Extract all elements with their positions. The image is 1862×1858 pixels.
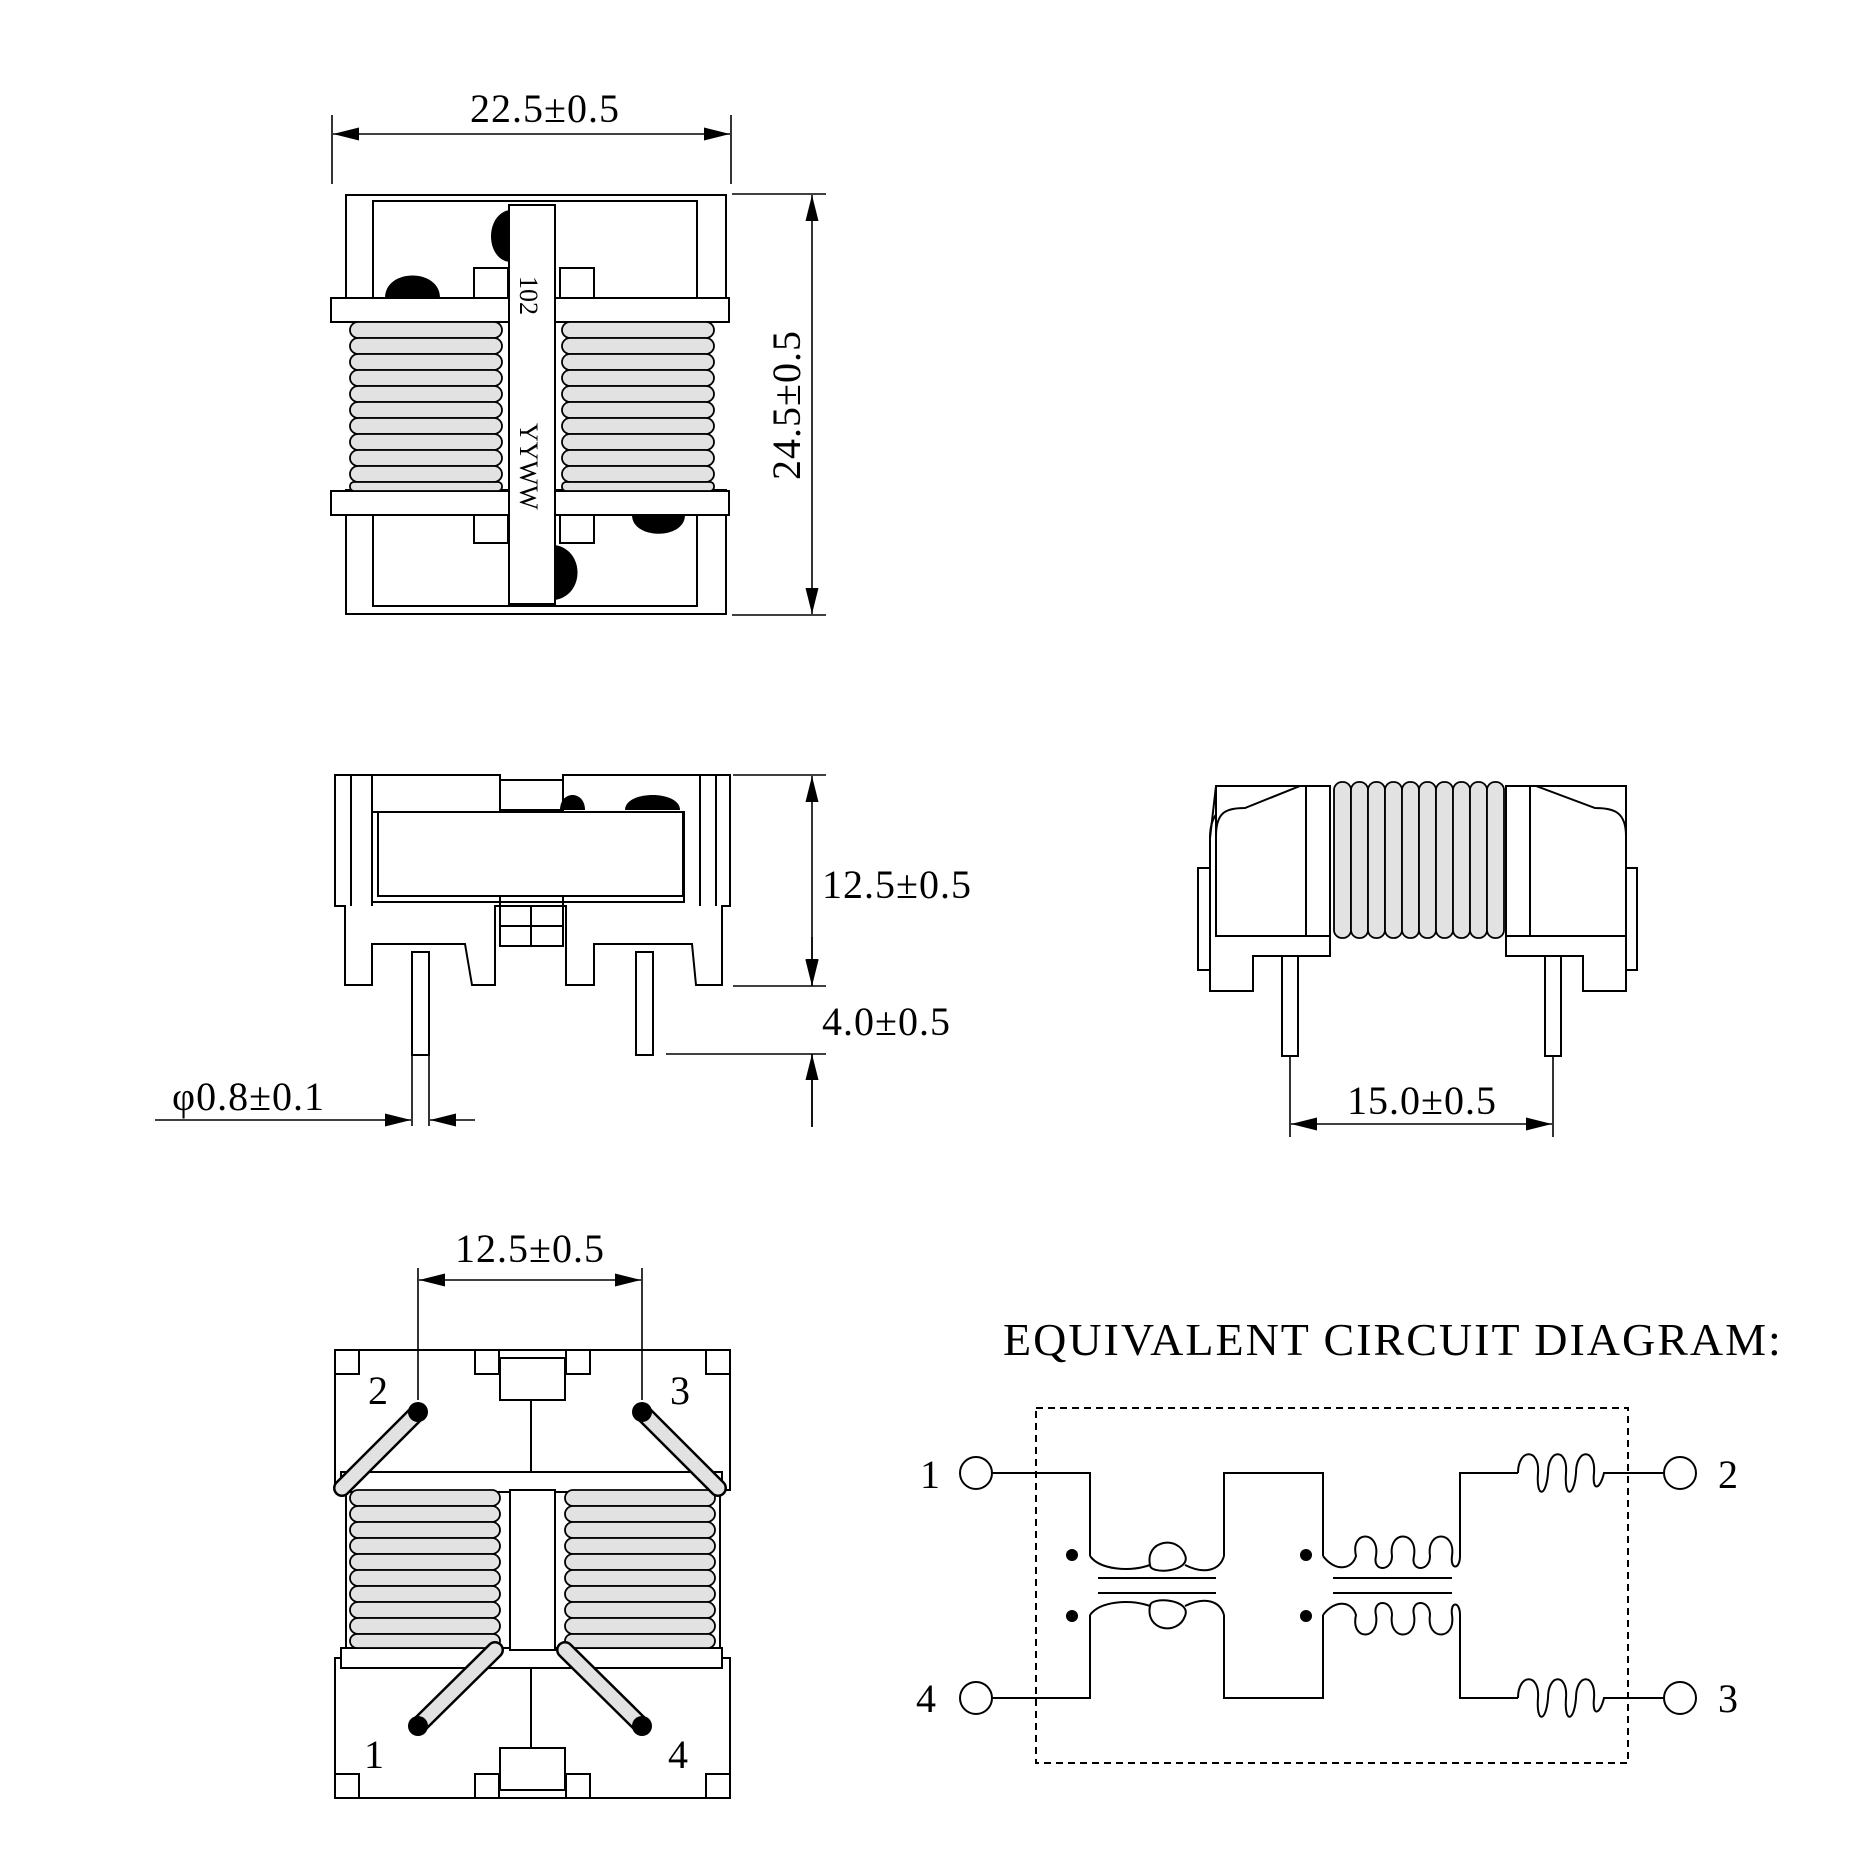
- dim-top-width: 22.5±0.5: [470, 86, 620, 131]
- bottom-view: 2 3 1 4 12.5±0.5: [333, 1226, 731, 1799]
- marking-value: 102: [514, 276, 543, 315]
- equivalent-circuit: EQUIVALENT CIRCUIT DIAGRAM: 1 4 2 3: [916, 1314, 1783, 1764]
- dim-pin-spacing-side: 15.0±0.5: [1347, 1078, 1497, 1123]
- bottom-pin-2: 2: [368, 1368, 388, 1413]
- terminal-1: [959, 1456, 993, 1490]
- dim-lead-length: 4.0±0.5: [822, 999, 951, 1044]
- top-winding-left: [349, 321, 503, 492]
- circuit-pin-2: 2: [1718, 1452, 1738, 1497]
- terminal-2: [1663, 1456, 1697, 1490]
- terminal-4: [959, 1681, 993, 1715]
- bottom-lead-wires: [333, 1402, 727, 1736]
- top-winding-right: [561, 321, 715, 492]
- dim-lead-diameter: φ0.8±0.1: [172, 1074, 325, 1119]
- circuit-boundary: [1035, 1407, 1629, 1764]
- top-view: 102 YYWW 22.5±0.5 24.5±0.5: [330, 86, 826, 616]
- marking-date-code: YYWW: [514, 423, 543, 510]
- side-winding: [1333, 781, 1505, 939]
- bottom-pin-1: 1: [364, 1732, 384, 1777]
- circuit-pin-3: 3: [1718, 1676, 1738, 1721]
- dim-pin-spacing-bottom: 12.5±0.5: [455, 1226, 605, 1271]
- side-view: 15.0±0.5: [1197, 781, 1638, 1137]
- terminal-3: [1663, 1681, 1697, 1715]
- dim-body-height: 12.5±0.5: [822, 862, 972, 907]
- bottom-pin-3: 3: [670, 1368, 690, 1413]
- bottom-winding-left: [345, 1489, 511, 1649]
- front-view: 12.5±0.5 4.0±0.5 φ0.8±0.1: [155, 774, 972, 1127]
- circuit-title: EQUIVALENT CIRCUIT DIAGRAM:: [1003, 1314, 1783, 1365]
- marking-strip: [508, 204, 556, 605]
- dim-top-height: 24.5±0.5: [764, 330, 809, 480]
- bottom-pin-4: 4: [668, 1732, 688, 1777]
- circuit-pin-4: 4: [916, 1676, 936, 1721]
- circuit-pin-1: 1: [920, 1452, 940, 1497]
- bottom-winding-right: [554, 1489, 721, 1649]
